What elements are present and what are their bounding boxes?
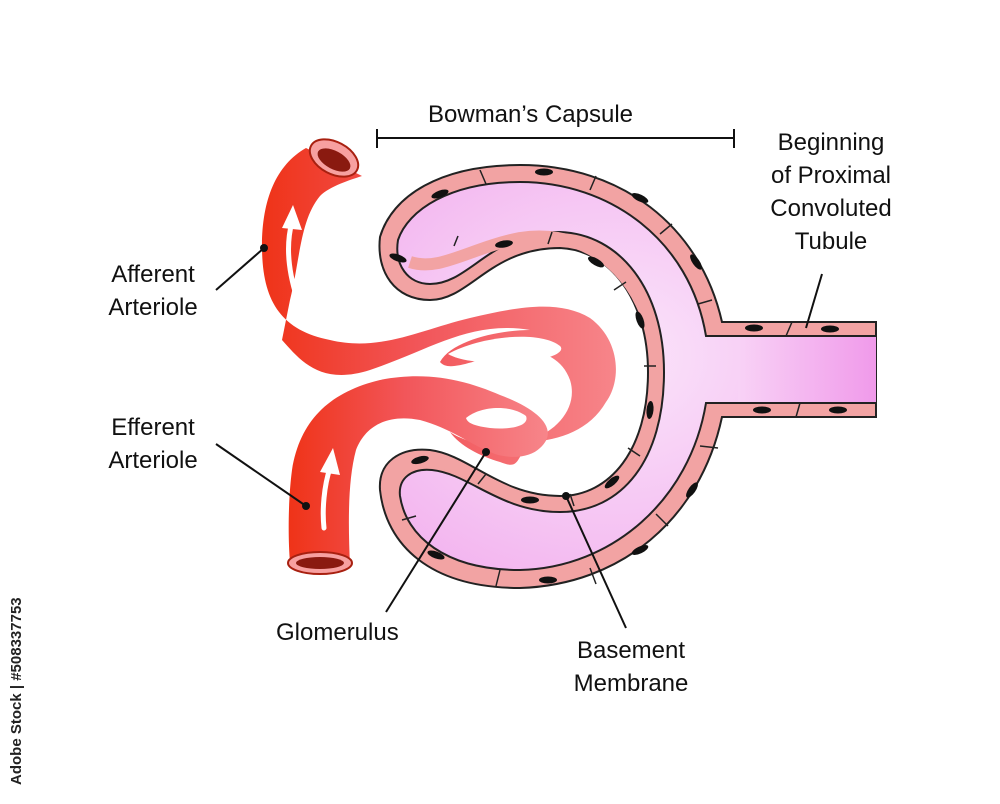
proximal-tubule-leader [805, 273, 823, 329]
glomerulus-vessels [262, 138, 616, 575]
annotation-lines [215, 129, 823, 629]
afferent-lumen [317, 148, 351, 172]
glomerulus-loop-gap-2 [466, 407, 527, 429]
glomerulus-loop-gap [448, 336, 562, 363]
efferent-arrowhead [320, 448, 340, 475]
basement-membrane-leader [565, 495, 627, 629]
efferent-lumen [296, 557, 344, 569]
bowmans-capsule-label: Bowman’s Capsule [428, 101, 633, 128]
leader-dots [260, 244, 570, 510]
afferent-arrowhead [282, 205, 302, 230]
visceral-layer [408, 230, 663, 511]
cell-boundaries [401, 169, 801, 587]
afferent-arteriole [262, 148, 616, 465]
tubule-lumen [738, 336, 876, 403]
cell-nuclei [389, 168, 847, 584]
glomerulus-label: Glomerulus [276, 619, 399, 646]
stock-watermark: Adobe Stock | #508337753 [6, 565, 26, 787]
watermark-text: Adobe Stock | #508337753 [8, 597, 25, 785]
proximal-tubule-label: Beginning of Proximal Convoluted Tubule [770, 129, 892, 255]
bowmans-capsule [378, 163, 877, 590]
efferent-arteriole-label: Efferent Arteriole [108, 414, 198, 474]
efferent-leader [215, 443, 307, 507]
glomerulus-leader [385, 451, 487, 613]
afferent-leader [215, 247, 265, 291]
afferent-arteriole-label: Afferent Arteriole [108, 261, 198, 321]
basement-membrane-label: Basement Membrane [573, 637, 689, 697]
